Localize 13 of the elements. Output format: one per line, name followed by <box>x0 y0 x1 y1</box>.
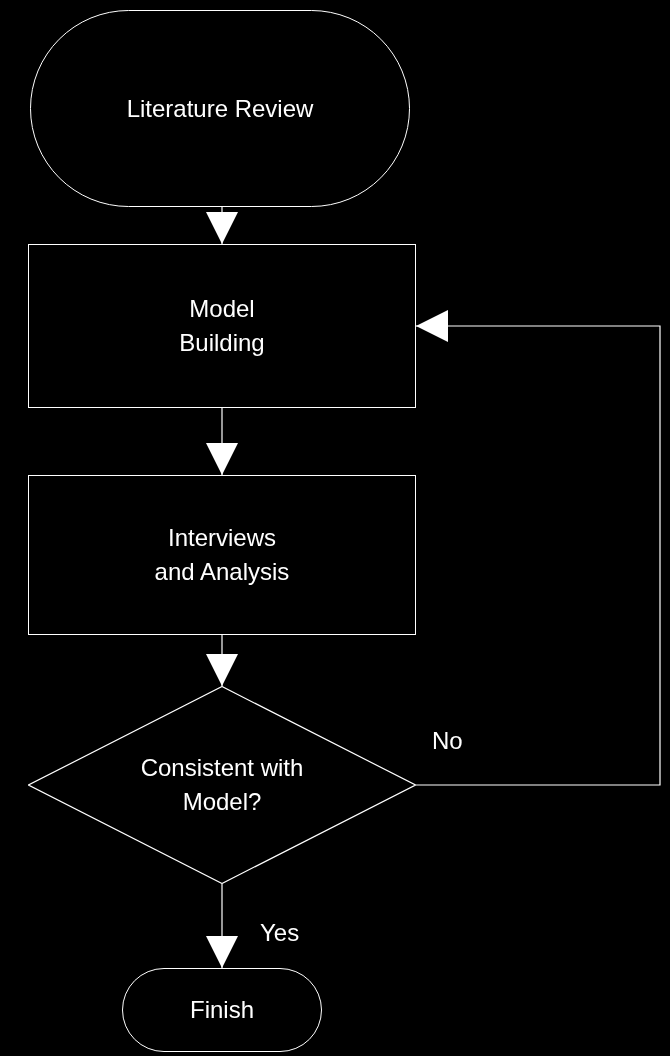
arrow <box>206 407 238 476</box>
node-label: Literature Review <box>126 93 314 124</box>
node-label: Consistent with Model? <box>139 753 305 817</box>
process-box <box>28 475 416 635</box>
node-label: Interviews and Analysis <box>153 523 291 587</box>
arrow <box>415 310 661 786</box>
decision-diamond <box>28 686 416 884</box>
process-box <box>28 244 416 408</box>
arrow <box>206 883 238 969</box>
node-label: Finish <box>190 995 254 1025</box>
arrow <box>206 206 238 245</box>
arrow <box>206 634 238 687</box>
node-label: Model Building <box>178 294 266 358</box>
